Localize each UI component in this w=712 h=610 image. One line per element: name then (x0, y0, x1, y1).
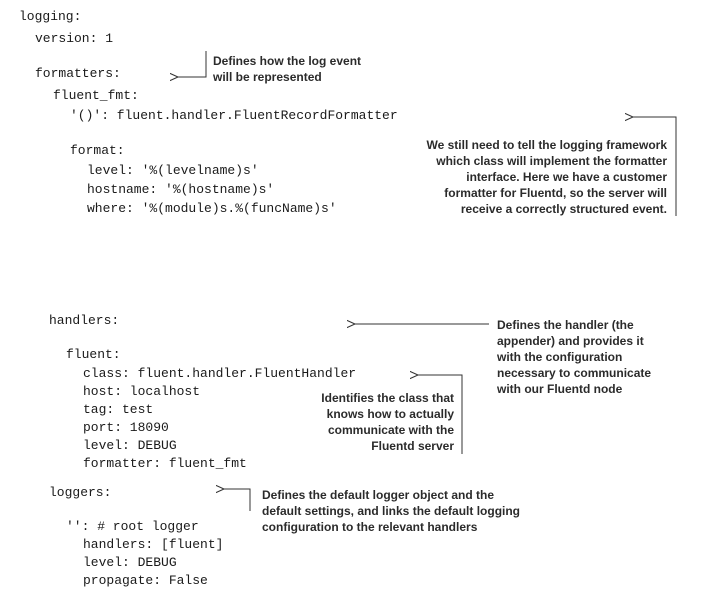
annotation-line: with the configuration (497, 350, 623, 364)
code-port: port: 18090 (83, 420, 169, 435)
annotation-line: configuration to the relevant handlers (262, 520, 478, 534)
annotation-formatters: Defines how the log event will be repres… (213, 53, 361, 85)
annotation-line: knows how to actually (326, 407, 454, 421)
code-tag: tag: test (83, 402, 154, 417)
annotation-handlers: Defines the handler (the appender) and p… (497, 317, 651, 397)
code-fluent: fluent: (66, 347, 121, 362)
annotation-formatter-class: We still need to tell the logging framew… (390, 137, 667, 217)
annotation-line: with our Fluentd node (497, 382, 623, 396)
code-format-level: level: '%(levelname)s' (87, 163, 259, 178)
annotation-line: receive a correctly structured event. (460, 202, 667, 216)
annotation-loggers: Defines the default logger object and th… (262, 487, 520, 535)
callout-formatters (178, 51, 207, 77)
code-formatter: formatter: fluent_fmt (83, 456, 247, 471)
annotation-line: Fluentd server (371, 439, 454, 453)
annotation-line: interface. Here we have a customer (466, 170, 667, 184)
code-handlers: handlers: (49, 313, 120, 328)
annotation-line: necessary to communicate (497, 366, 652, 380)
code-handler-level: level: DEBUG (83, 438, 177, 453)
annotation-line: Defines the handler (the (497, 318, 634, 332)
code-root-handlers: handlers: [fluent] (83, 537, 224, 552)
code-logging: logging: (19, 9, 82, 24)
annotation-line: which class will implement the formatter (436, 154, 667, 168)
code-version: version: 1 (35, 31, 114, 46)
annotation-line: default settings, and links the default … (262, 504, 521, 518)
callout-loggers (224, 489, 251, 511)
annotation-class: Identifies the class that knows how to a… (300, 390, 454, 454)
annotation-line: will be represented (213, 70, 322, 84)
code-root-level: level: DEBUG (83, 555, 177, 570)
annotation-line: appender) and provides it (497, 334, 644, 348)
code-root-logger: '': # root logger (66, 519, 199, 534)
annotation-line: Defines the default logger object and th… (262, 488, 495, 502)
annotation-line: communicate with the (327, 423, 454, 437)
annotation-line: formatter for Fluentd, so the server wil… (444, 186, 667, 200)
code-format-where: where: '%(module)s.%(funcName)s' (87, 201, 337, 216)
code-propagate: propagate: False (83, 573, 208, 588)
code-formatter-class: '()': fluent.handler.FluentRecordFormatt… (70, 108, 398, 123)
annotation-line: Defines how the log event (213, 54, 362, 68)
code-format-hostname: hostname: '%(hostname)s' (87, 182, 275, 197)
code-formatters: formatters: (35, 66, 121, 81)
code-class: class: fluent.handler.FluentHandler (83, 366, 357, 381)
annotation-line: We still need to tell the logging framew… (426, 138, 667, 152)
annotation-line: Identifies the class that (321, 391, 454, 405)
code-fluent-fmt: fluent_fmt: (53, 88, 139, 103)
code-loggers: loggers: (49, 485, 112, 500)
code-format: format: (70, 143, 125, 158)
code-host: host: localhost (83, 384, 201, 399)
